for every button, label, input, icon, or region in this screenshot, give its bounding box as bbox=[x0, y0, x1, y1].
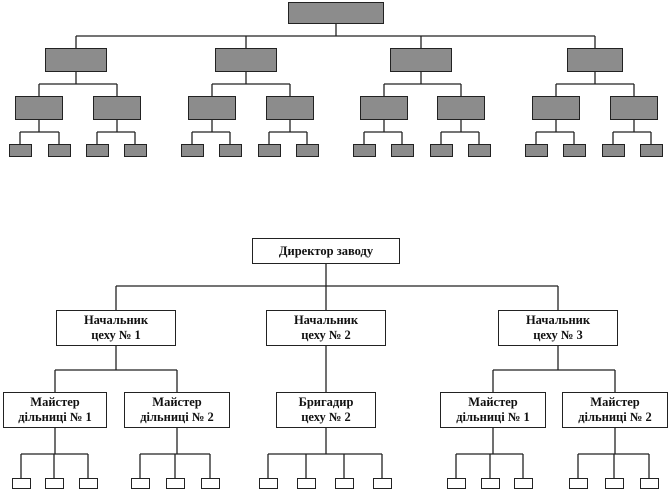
worker-leaf-node bbox=[640, 478, 659, 489]
gray-level2-node bbox=[266, 96, 314, 120]
gray-leaf-node bbox=[86, 144, 109, 157]
gray-level1-node bbox=[45, 48, 107, 72]
gray-root-node bbox=[288, 2, 384, 24]
gray-leaf-node bbox=[353, 144, 376, 157]
gray-level1-node bbox=[390, 48, 452, 72]
supervisor-node: Майстер дільниці № 1 bbox=[440, 392, 546, 428]
worker-leaf-node bbox=[259, 478, 278, 489]
worker-leaf-node bbox=[373, 478, 392, 489]
worker-leaf-node bbox=[335, 478, 354, 489]
department-head-node: Начальник цеху № 2 bbox=[266, 310, 386, 346]
gray-leaf-node bbox=[219, 144, 242, 157]
worker-leaf-node bbox=[514, 478, 533, 489]
supervisor-node: Майстер дільниці № 1 bbox=[3, 392, 107, 428]
worker-leaf-node bbox=[605, 478, 624, 489]
worker-leaf-node bbox=[569, 478, 588, 489]
gray-leaf-node bbox=[602, 144, 625, 157]
gray-leaf-node bbox=[391, 144, 414, 157]
supervisor-node: Майстер дільниці № 2 bbox=[562, 392, 668, 428]
worker-leaf-node bbox=[297, 478, 316, 489]
worker-leaf-node bbox=[79, 478, 98, 489]
supervisor-node: Майстер дільниці № 2 bbox=[124, 392, 230, 428]
gray-level2-node bbox=[188, 96, 236, 120]
gray-level2-node bbox=[532, 96, 580, 120]
gray-leaf-node bbox=[468, 144, 491, 157]
gray-leaf-node bbox=[640, 144, 663, 157]
worker-leaf-node bbox=[166, 478, 185, 489]
gray-level2-node bbox=[610, 96, 658, 120]
gray-level2-node bbox=[15, 96, 63, 120]
gray-level2-node bbox=[360, 96, 408, 120]
gray-level1-node bbox=[215, 48, 277, 72]
gray-level1-node bbox=[567, 48, 623, 72]
worker-leaf-node bbox=[447, 478, 466, 489]
gray-leaf-node bbox=[525, 144, 548, 157]
worker-leaf-node bbox=[481, 478, 500, 489]
department-head-node: Начальник цеху № 1 bbox=[56, 310, 176, 346]
gray-leaf-node bbox=[430, 144, 453, 157]
gray-leaf-node bbox=[48, 144, 71, 157]
department-head-node: Начальник цеху № 3 bbox=[498, 310, 618, 346]
gray-leaf-node bbox=[258, 144, 281, 157]
worker-leaf-node bbox=[201, 478, 220, 489]
director-node: Директор заводу bbox=[252, 238, 400, 264]
worker-leaf-node bbox=[45, 478, 64, 489]
gray-leaf-node bbox=[296, 144, 319, 157]
gray-leaf-node bbox=[181, 144, 204, 157]
gray-level2-node bbox=[437, 96, 485, 120]
worker-leaf-node bbox=[131, 478, 150, 489]
worker-leaf-node bbox=[12, 478, 31, 489]
supervisor-node: Бригадир цеху № 2 bbox=[276, 392, 376, 428]
gray-leaf-node bbox=[563, 144, 586, 157]
gray-leaf-node bbox=[9, 144, 32, 157]
gray-level2-node bbox=[93, 96, 141, 120]
gray-leaf-node bbox=[124, 144, 147, 157]
